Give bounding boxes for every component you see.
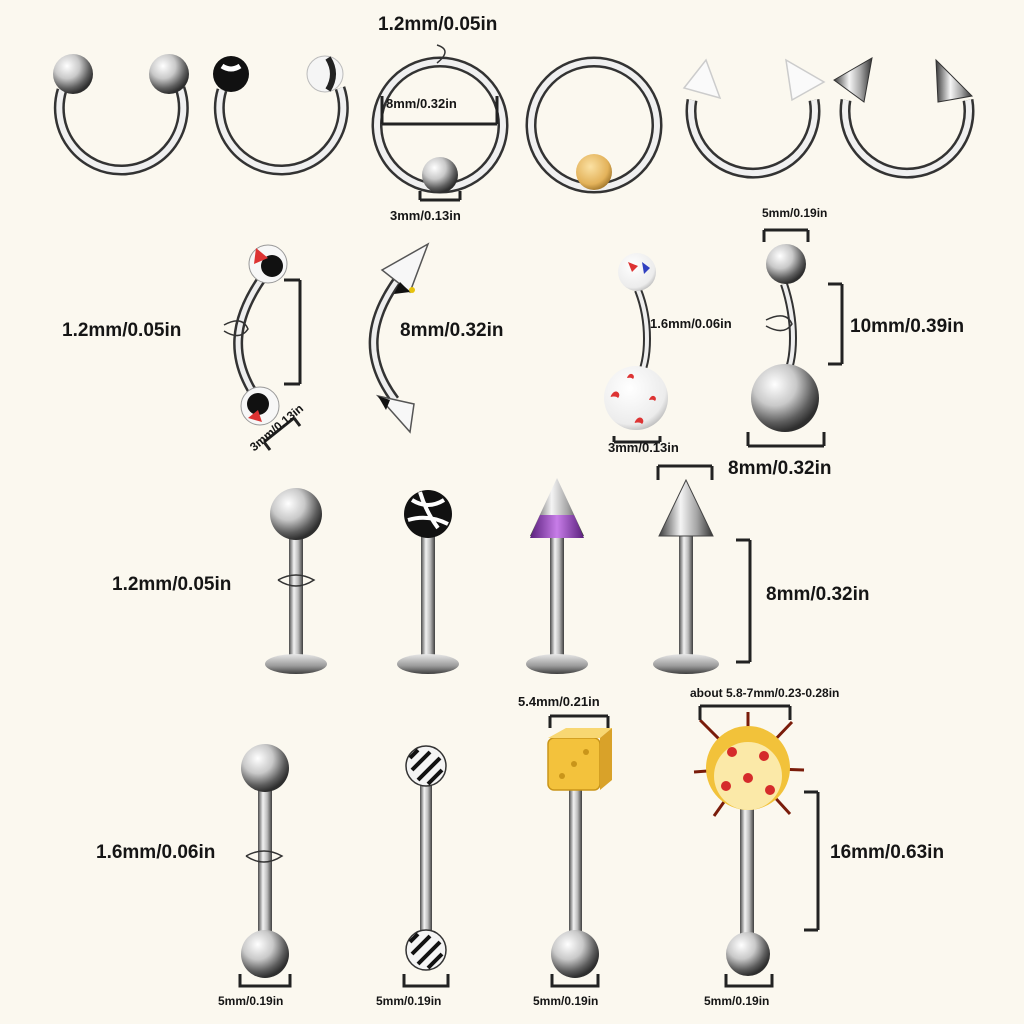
horseshoe-steel-balls	[53, 54, 189, 176]
barbell-length-dimension	[804, 790, 820, 932]
ball-label-4: 5mm/0.19in	[704, 994, 770, 1008]
labret-steel-spike	[653, 478, 719, 674]
captive-bead-ring-gold	[525, 56, 663, 194]
ball-label-2: 5mm/0.19in	[376, 994, 442, 1008]
belly-bottom-ball-dimension	[746, 432, 826, 448]
barbell-checkered	[405, 745, 447, 971]
labret-length-label: 8mm/0.32in	[766, 584, 870, 605]
horseshoe-steel-spikes	[833, 57, 975, 179]
barbell-length-label: 16mm/0.63in	[830, 842, 945, 863]
ball-size-dimension-ring	[418, 191, 462, 202]
ball-label-1: 5mm/0.19in	[218, 994, 284, 1008]
ring-diameter-label: 8mm/0.32in	[386, 96, 457, 111]
labret-purple-spike	[526, 478, 588, 674]
ring-gauge-label: 1.2mm/0.05in	[378, 14, 498, 35]
barbell-dice	[547, 728, 612, 978]
ball-label-3: 5mm/0.19in	[533, 994, 599, 1008]
belly-bottom-ball-label: 8mm/0.32in	[728, 458, 832, 479]
labret-gauge-label: 1.2mm/0.05in	[112, 574, 232, 595]
belly-gauge-label: 1.6mm/0.06in	[650, 316, 732, 331]
barbell-gauge-label: 1.6mm/0.06in	[96, 842, 216, 863]
ring-diameter-dimension	[380, 96, 499, 126]
belly-small-ball-label: 3mm/0.13in	[608, 440, 679, 455]
horseshoe-acrylic-balls	[213, 55, 349, 176]
ring-gauge-marker	[436, 44, 446, 64]
labret-length-dimension	[736, 538, 752, 664]
bottom-ball-dimensions	[238, 974, 774, 988]
curved-barbell-spikes	[368, 242, 430, 434]
curved-barbell-acrylic	[223, 244, 288, 426]
labret-acrylic-ball	[397, 490, 459, 674]
belly-small-ball-dimension	[612, 436, 662, 444]
labret-steel-ball	[265, 488, 327, 674]
dice-dimension	[548, 714, 610, 728]
belly-top-ball-label: 5mm/0.19in	[762, 206, 828, 220]
belly-ring-acrylic	[604, 253, 668, 430]
curved-gauge-label: 1.2mm/0.05in	[62, 320, 182, 341]
spiky-size-label: about 5.8-7mm/0.23-0.28in	[690, 686, 840, 700]
belly-top-ball-dimension	[762, 228, 810, 242]
belly-length-label: 10mm/0.39in	[850, 316, 965, 337]
curved-length-dimension	[284, 278, 302, 386]
curved-length-label: 8mm/0.32in	[400, 320, 504, 341]
barbell-spiky-ball	[693, 712, 805, 976]
belly-length-dimension	[828, 282, 844, 366]
horseshoe-clear-spikes	[682, 58, 826, 179]
spiky-dimension	[698, 704, 792, 720]
curved-ball-dimension	[262, 416, 302, 451]
ring-ball-label: 3mm/0.13in	[390, 208, 461, 223]
captive-bead-ring-steel	[371, 56, 509, 194]
belly-ring-steel	[751, 244, 819, 432]
labret-top-dimension	[656, 464, 714, 480]
dice-size-label: 5.4mm/0.21in	[518, 694, 600, 709]
barbell-steel	[241, 744, 289, 978]
